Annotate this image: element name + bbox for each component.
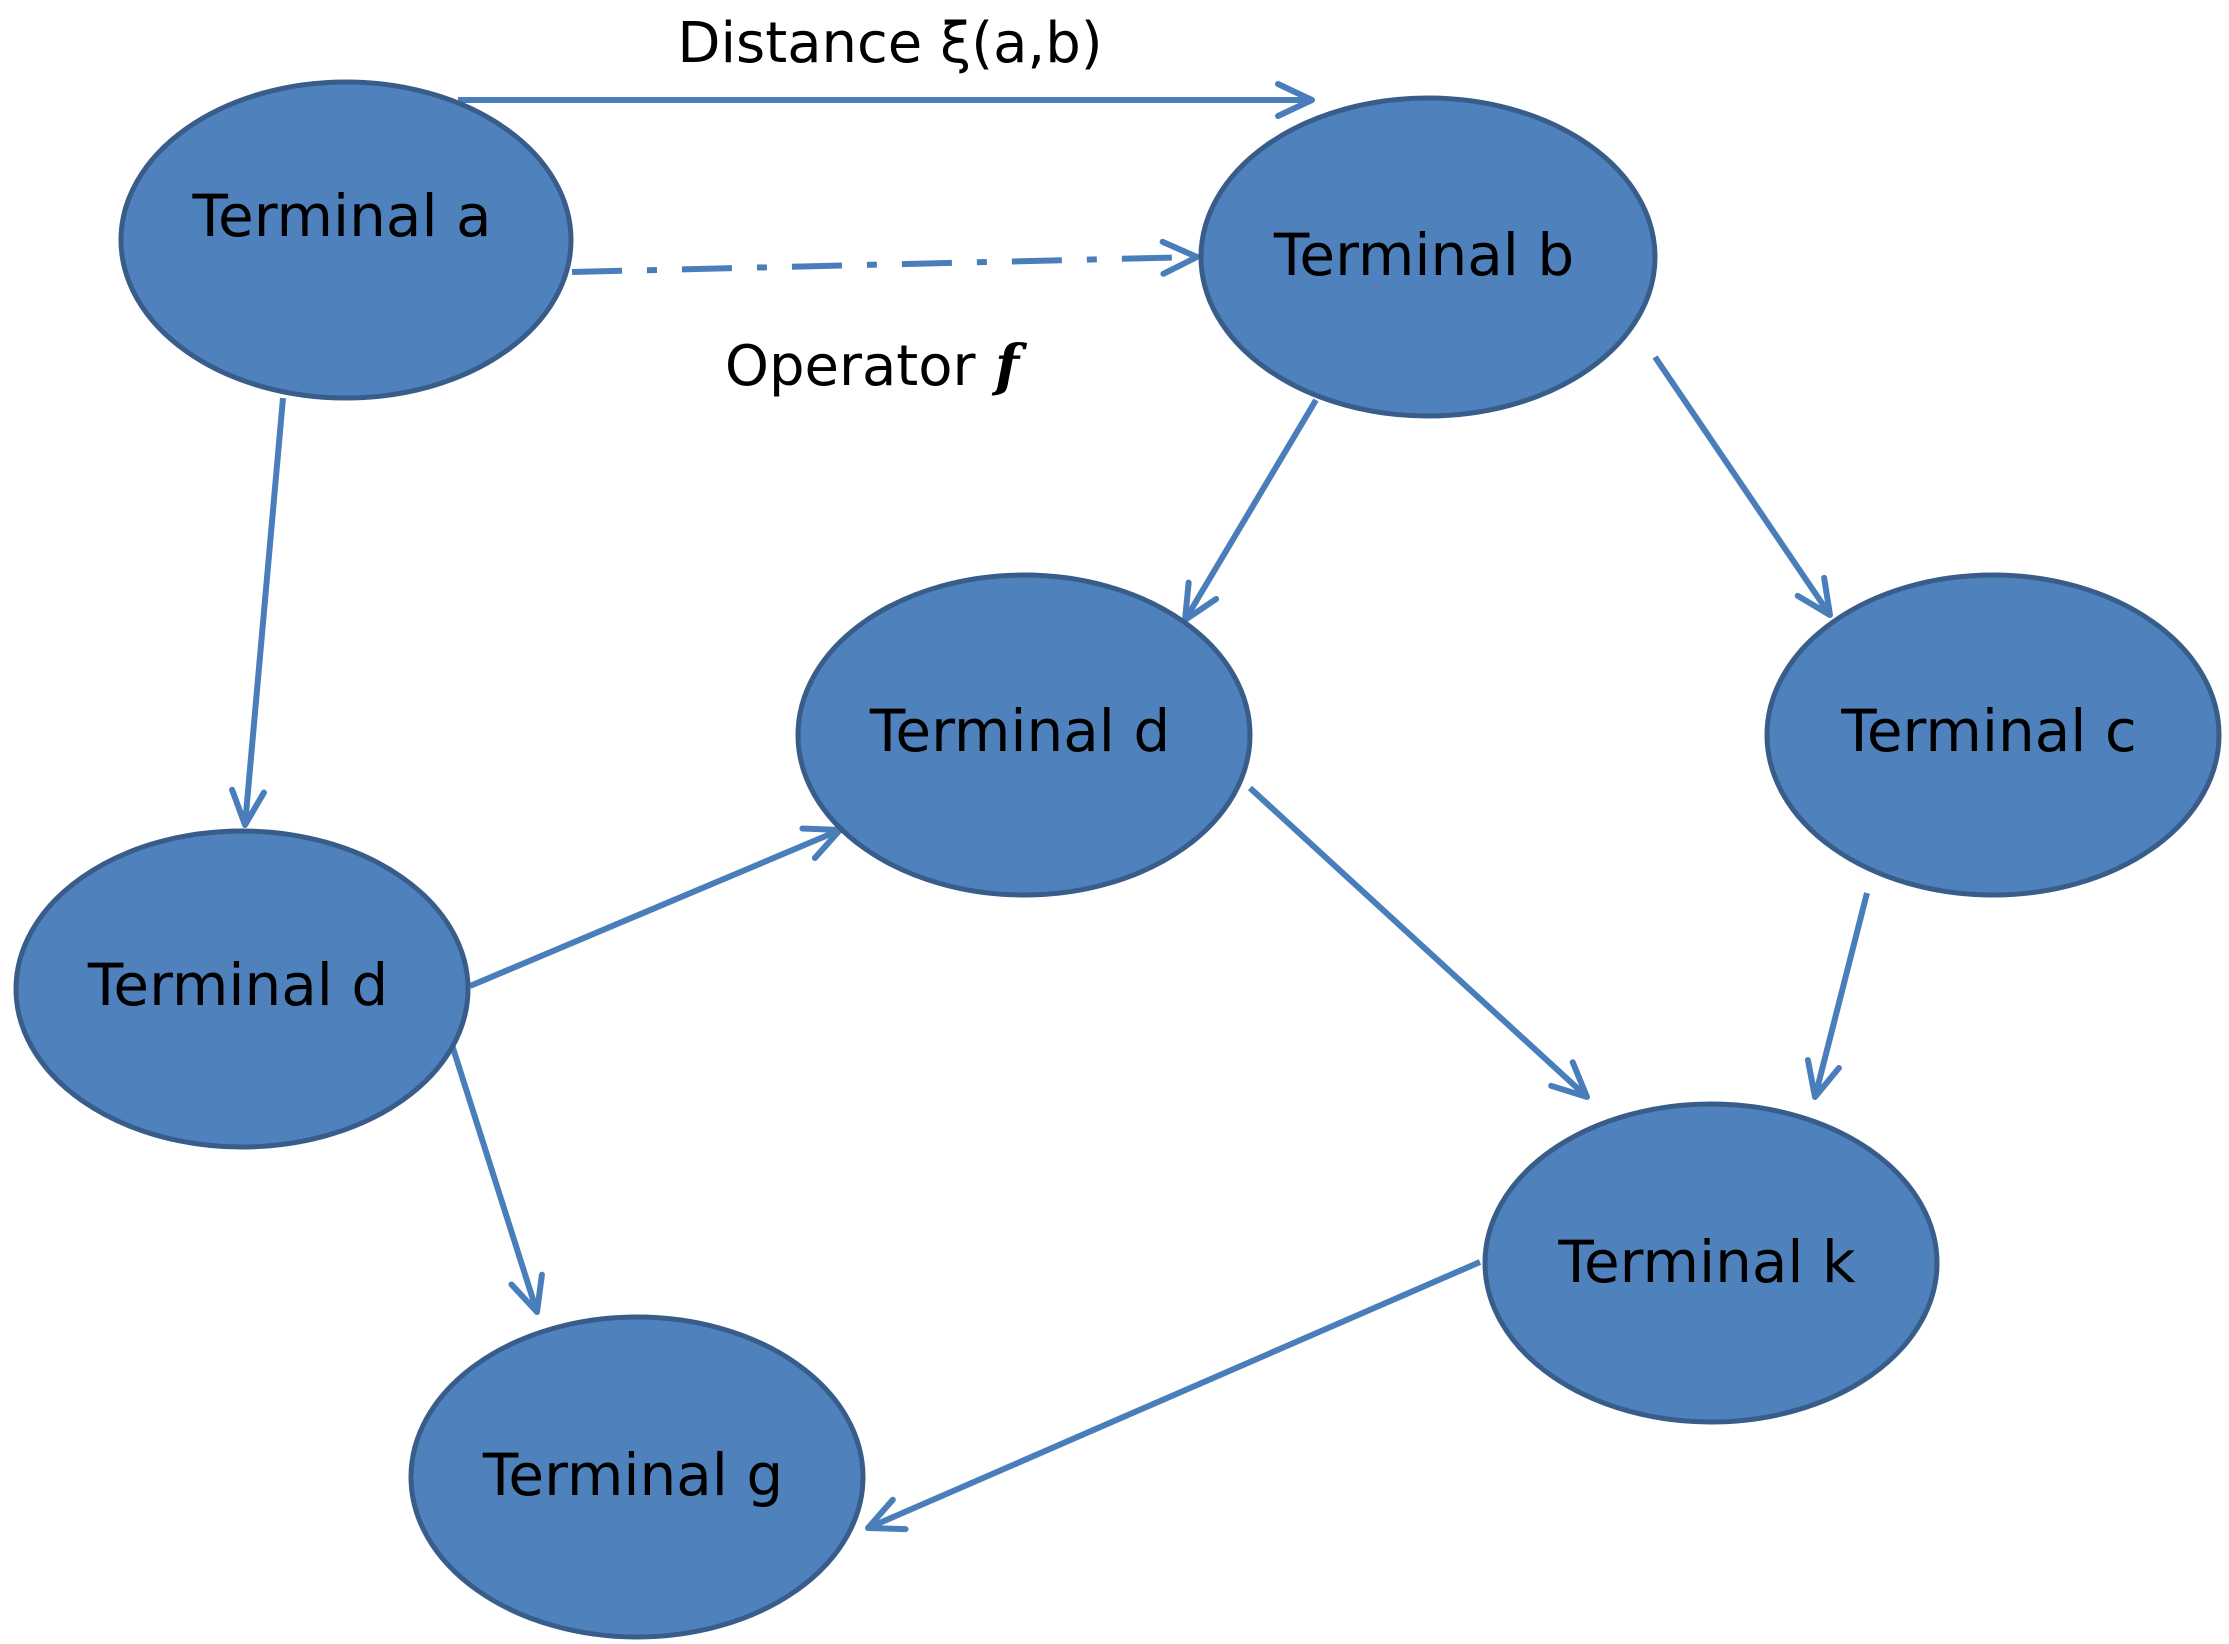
arrowhead-icon (1794, 574, 1833, 618)
operator-symbol: f (976, 333, 1028, 399)
arrowhead-icon (1548, 1059, 1590, 1100)
arrowhead-icon (865, 1496, 909, 1533)
node-label: Terminal d (87, 951, 388, 1019)
operator-label: Operator f (725, 333, 1028, 399)
node-ellipse (1764, 572, 2222, 898)
edge-line (468, 827, 842, 989)
node-terminal-k: Terminal k (1482, 1101, 1940, 1425)
node-label: Terminal k (1557, 1228, 1856, 1296)
edge-labels-layer: Distance ξ(a,b) Operator f (677, 11, 1102, 399)
edge-c-to-k (1804, 892, 1870, 1100)
node-ellipse (118, 79, 574, 401)
edges-layer (229, 81, 1870, 1533)
node-terminal-b: Terminal b (1198, 95, 1658, 419)
edge-d1-to-k (1247, 785, 1590, 1100)
node-ellipse (13, 828, 471, 1150)
node-ellipse (1482, 1101, 1940, 1425)
node-terminal-d2: Terminal d (13, 828, 471, 1150)
node-ellipse (795, 572, 1253, 898)
nodes-layer: Terminal a Terminal b Terminal d Terminal c… (13, 79, 2222, 1640)
node-label: Terminal a (191, 182, 491, 250)
arrowhead-icon (508, 1271, 545, 1315)
node-terminal-g: Terminal g (408, 1314, 866, 1640)
edge-line (1652, 355, 1833, 617)
node-terminal-d1: Terminal d (795, 572, 1253, 898)
edge-label-text: Distance ξ(a,b) (677, 11, 1102, 76)
edge-line (1247, 785, 1590, 1100)
edge-line (571, 254, 1198, 275)
arrowhead-icon (1159, 238, 1200, 277)
edge-b-to-c (1652, 355, 1833, 618)
edge-line (866, 1259, 1482, 1531)
edge-d2-to-g (449, 1044, 545, 1315)
arrowhead-icon (229, 786, 267, 828)
edge-line (449, 1044, 540, 1313)
arrowhead-icon (1804, 1057, 1842, 1100)
edge-line (1182, 398, 1319, 622)
edge-b-to-d1 (1182, 398, 1319, 623)
node-terminal-a: Terminal a (118, 79, 574, 401)
node-label: Terminal b (1273, 221, 1574, 289)
edge-line (1812, 892, 1870, 1098)
edge-label-text: Operator (725, 334, 977, 399)
edge-a-to-b-operator (571, 238, 1200, 277)
node-ellipse (408, 1314, 866, 1640)
node-ellipse (1198, 95, 1658, 419)
node-label: Terminal d (869, 697, 1170, 765)
distance-label: Distance ξ(a,b) (677, 11, 1102, 76)
arrowhead-icon (1275, 81, 1315, 119)
node-label: Terminal c (1840, 697, 2136, 765)
edge-k-to-g (865, 1259, 1482, 1533)
edge-line (242, 397, 286, 826)
node-terminal-c: Terminal c (1764, 572, 2222, 898)
edge-a-to-b (458, 81, 1315, 119)
edge-a-to-d2 (229, 397, 286, 828)
edge-d2-to-d1 (468, 825, 843, 989)
node-label: Terminal g (482, 1441, 783, 1509)
